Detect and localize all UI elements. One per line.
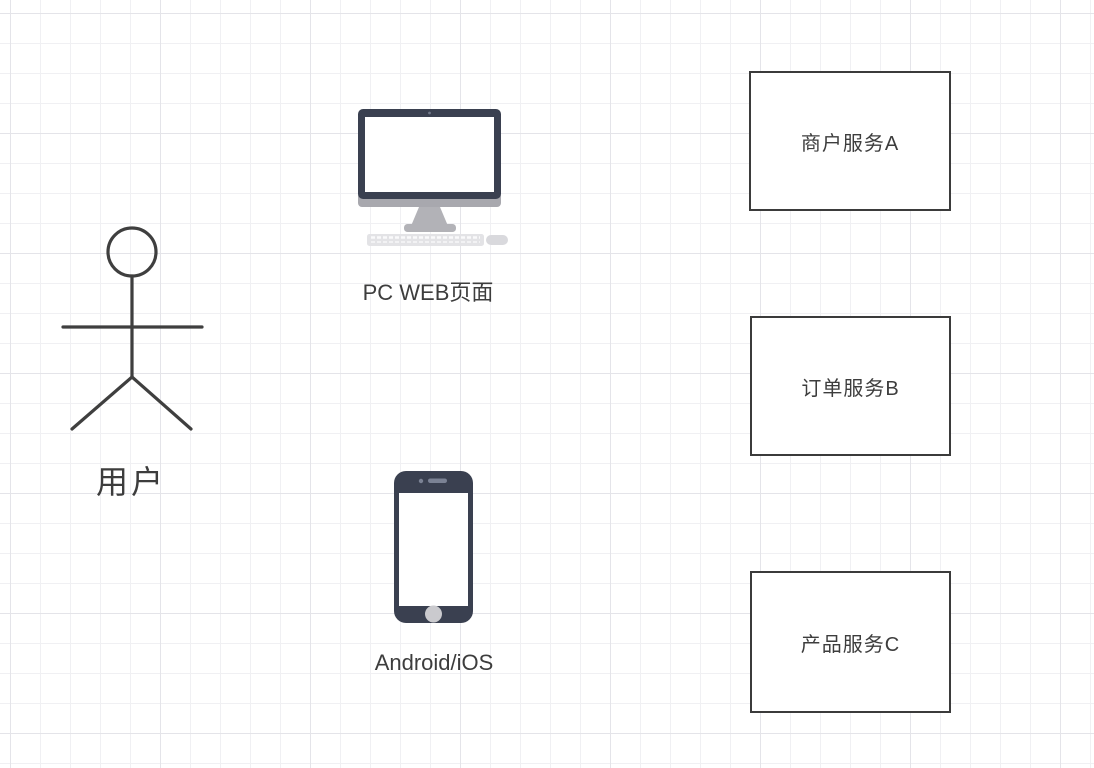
service-label-a: 商户服务A xyxy=(800,132,900,155)
smartphone-icon xyxy=(394,471,473,623)
service-label-b: 订单服务B xyxy=(801,377,900,400)
stick-figure-icon xyxy=(61,226,204,431)
mobile-node[interactable] xyxy=(389,468,479,628)
pc-web-node[interactable] xyxy=(355,105,515,255)
mobile-label: Android/iOS xyxy=(374,650,494,675)
desktop-monitor-icon xyxy=(358,109,508,246)
service-label-c: 产品服务C xyxy=(800,633,901,656)
service-node-b[interactable]: 订单服务B xyxy=(750,316,951,456)
service-node-c[interactable]: 产品服务C xyxy=(750,571,951,713)
pc-web-label: PC WEB页面 xyxy=(362,280,494,305)
service-node-a[interactable]: 商户服务A xyxy=(749,71,951,211)
actor-label: 用户 xyxy=(95,464,167,500)
actor-node[interactable] xyxy=(58,222,208,434)
